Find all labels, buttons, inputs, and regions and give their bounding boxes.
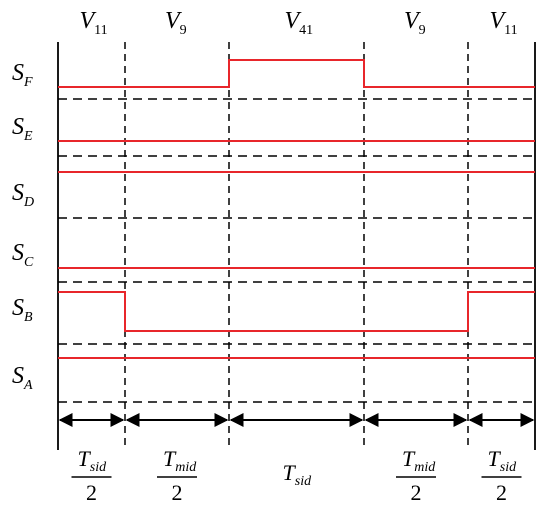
- signal-label-a: SA: [12, 363, 33, 393]
- vector-label-5: V11: [490, 8, 518, 38]
- duration-label-1: Tsid 2: [71, 446, 112, 505]
- signal-c: SC: [12, 240, 535, 283]
- duration-denominator: 2: [411, 480, 422, 505]
- duration-denominator: 2: [86, 480, 97, 505]
- vector-label-1: V11: [80, 8, 108, 38]
- duration-denominator: 2: [172, 480, 183, 505]
- duration-numerator: Tsid: [488, 446, 518, 475]
- vector-labels: V11 V9 V41 V9 V11: [80, 8, 518, 38]
- signal-label-d: SD: [12, 180, 34, 210]
- duration-label-2: Tmid 2: [157, 446, 197, 505]
- signal-e: SE: [12, 114, 535, 157]
- signal-waveforms: SF SE SD SC SB SA: [12, 59, 535, 403]
- duration-label-4: Tmid 2: [396, 446, 436, 505]
- vector-label-4: V9: [404, 8, 426, 38]
- signal-d: SD: [12, 171, 535, 219]
- signal-label-b: SB: [12, 295, 33, 325]
- signal-label-f: SF: [12, 60, 33, 90]
- segment-boundaries: [57, 42, 536, 450]
- signal-f: SF: [12, 59, 535, 100]
- duration-label-3: Tsid: [283, 460, 313, 489]
- vector-label-2: V9: [165, 8, 187, 38]
- duration-numerator: Tsid: [78, 446, 108, 475]
- duration-labels: Tsid 2 Tmid 2 Tsid Tmid 2 Tsid 2: [71, 446, 522, 505]
- waveform: [58, 59, 535, 88]
- vector-label-3: V41: [285, 8, 314, 38]
- signal-a: SA: [12, 357, 535, 403]
- duration-numerator: Tmid: [402, 446, 436, 475]
- signal-label-e: SE: [12, 114, 33, 144]
- duration-label-5: Tsid 2: [481, 446, 522, 505]
- duration-numerator: Tmid: [163, 446, 197, 475]
- duration-denominator: 2: [496, 480, 507, 505]
- signal-label-c: SC: [12, 240, 34, 270]
- waveform: [58, 291, 535, 332]
- signal-b: SB: [12, 291, 535, 345]
- duration-value: Tsid: [283, 460, 313, 489]
